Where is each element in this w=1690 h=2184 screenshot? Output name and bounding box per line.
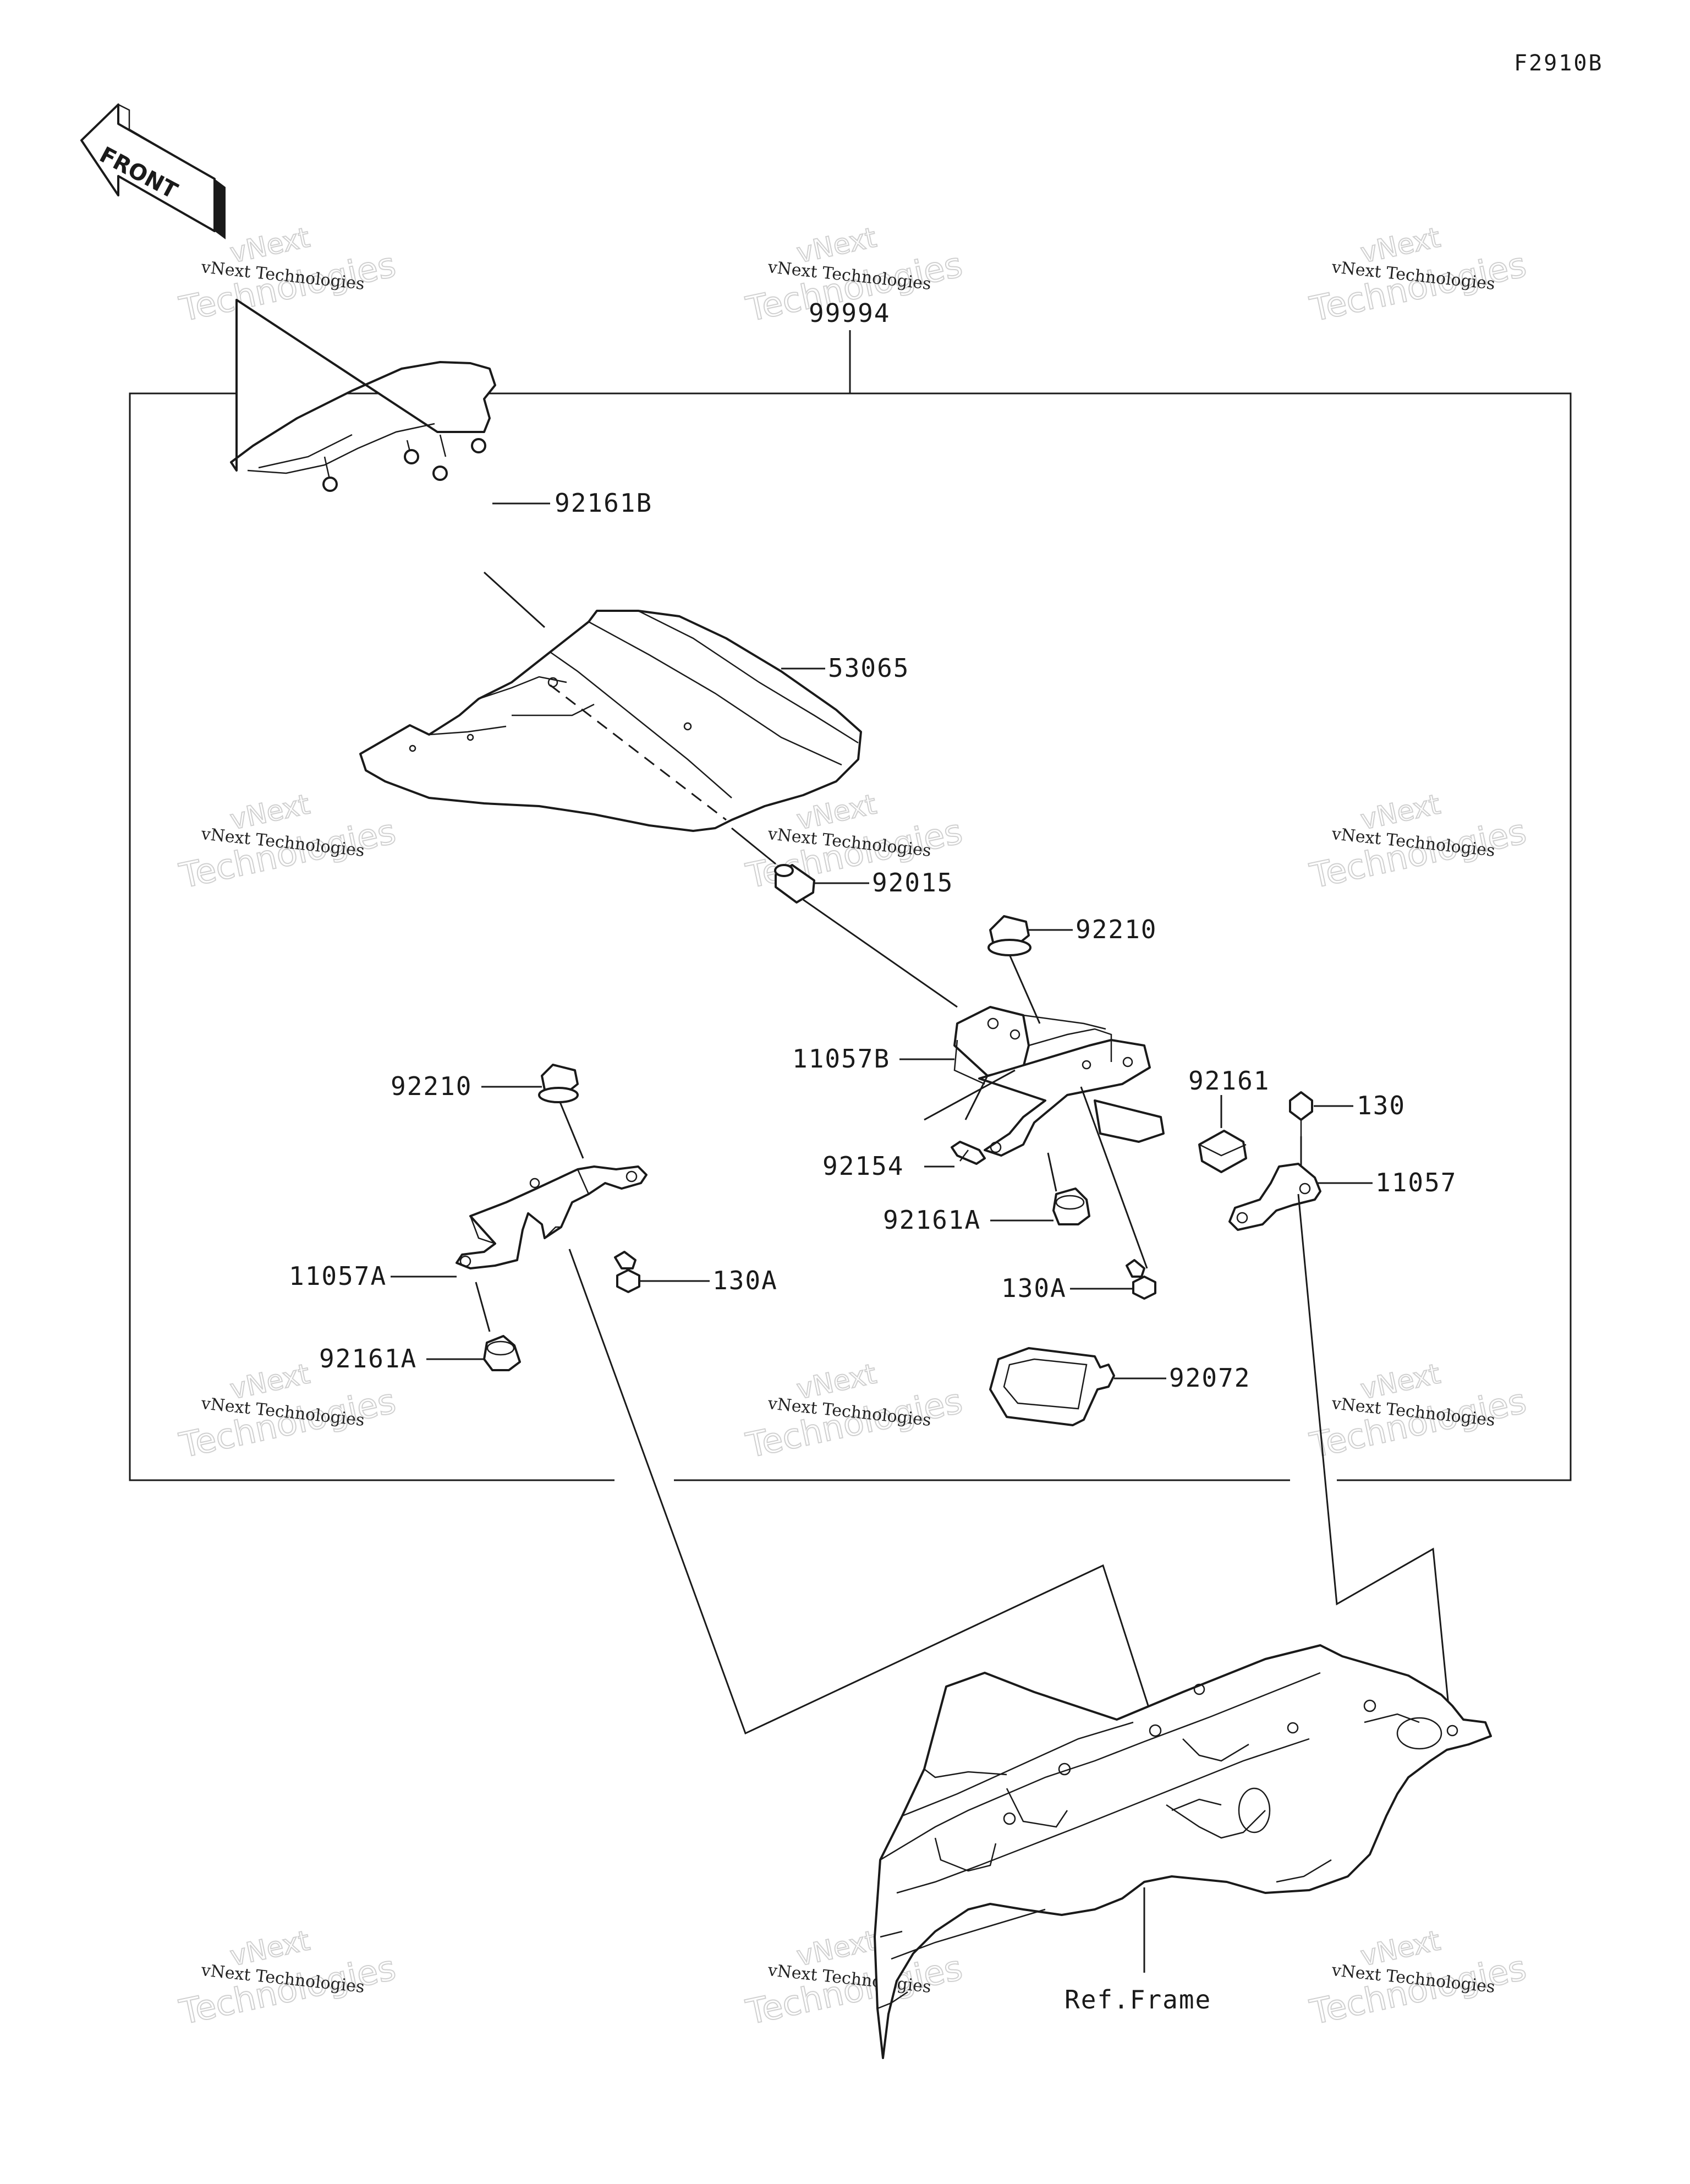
part-label-92161A-right: 92161A bbox=[883, 1205, 981, 1235]
part-damper-a-right bbox=[1052, 1187, 1090, 1225]
part-damper bbox=[1198, 1130, 1247, 1173]
part-bracket-b bbox=[953, 1006, 1165, 1157]
part-label-130: 130 bbox=[1357, 1091, 1406, 1120]
part-label-92154: 92154 bbox=[822, 1151, 904, 1181]
part-label-11057B: 11057B bbox=[792, 1044, 890, 1074]
part-label-92161B: 92161B bbox=[555, 488, 652, 518]
part-seat-cowl bbox=[359, 610, 862, 832]
part-tail-light bbox=[230, 299, 496, 492]
ref-frame-label: Ref.Frame bbox=[1065, 1985, 1211, 2015]
part-bolt-130 bbox=[1289, 1091, 1313, 1136]
part-label-92072: 92072 bbox=[1169, 1363, 1250, 1393]
part-band bbox=[989, 1347, 1115, 1426]
part-label-92210-upper: 92210 bbox=[1076, 915, 1157, 944]
assembly-box bbox=[129, 392, 1572, 1481]
part-clip-nut-upper bbox=[987, 915, 1031, 956]
part-clip-nut-lower bbox=[538, 1064, 579, 1103]
part-bolt-130A-left bbox=[614, 1251, 640, 1293]
part-bracket-a bbox=[456, 1165, 648, 1269]
part-label-92210-lower: 92210 bbox=[391, 1071, 472, 1101]
part-label-92161: 92161 bbox=[1188, 1066, 1270, 1096]
front-arrow-icon: FRONT bbox=[80, 103, 226, 239]
part-bolt-92154 bbox=[951, 1141, 986, 1165]
part-damper-a-left bbox=[483, 1335, 521, 1371]
part-clamp-bracket bbox=[1228, 1163, 1321, 1231]
part-label-11057: 11057 bbox=[1375, 1168, 1457, 1197]
part-label-92015: 92015 bbox=[872, 868, 953, 897]
part-collar bbox=[774, 864, 815, 904]
part-label-130A-left: 130A bbox=[712, 1266, 778, 1295]
reference-frame bbox=[874, 1644, 1492, 2059]
part-label-11057A: 11057A bbox=[289, 1261, 387, 1291]
part-label-53065: 53065 bbox=[828, 653, 909, 683]
assembly-label: 99994 bbox=[809, 298, 890, 328]
part-label-92161A-left: 92161A bbox=[319, 1344, 417, 1373]
diagram-code: F2910B bbox=[1514, 51, 1604, 76]
part-label-130A-right: 130A bbox=[1001, 1273, 1067, 1303]
part-bolt-130A-right bbox=[1126, 1259, 1156, 1300]
